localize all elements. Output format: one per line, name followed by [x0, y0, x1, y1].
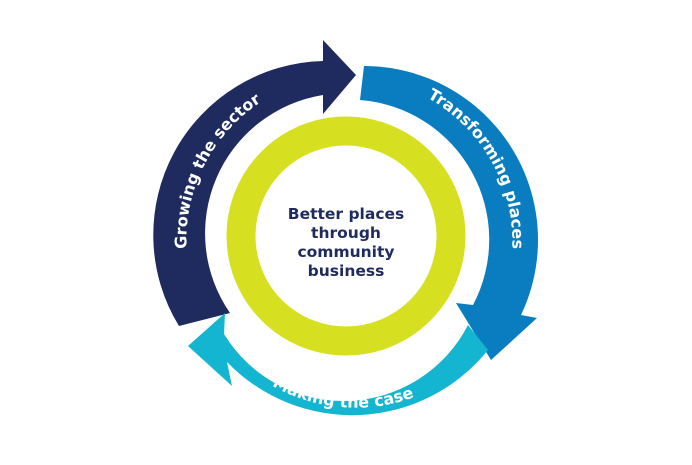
- segment-label-making: Making the case: [270, 372, 416, 411]
- making-the-case-arrow: [188, 313, 488, 416]
- center-text-line-4: business: [308, 262, 385, 280]
- transforming-places-arrow: [360, 66, 538, 360]
- center-ring: [226, 116, 466, 356]
- center-text-line-1: Better places: [288, 205, 405, 223]
- center-text-line-2: through: [311, 224, 381, 242]
- center-text-line-3: community: [297, 243, 394, 261]
- growing-the-sector-arrow: [153, 40, 356, 326]
